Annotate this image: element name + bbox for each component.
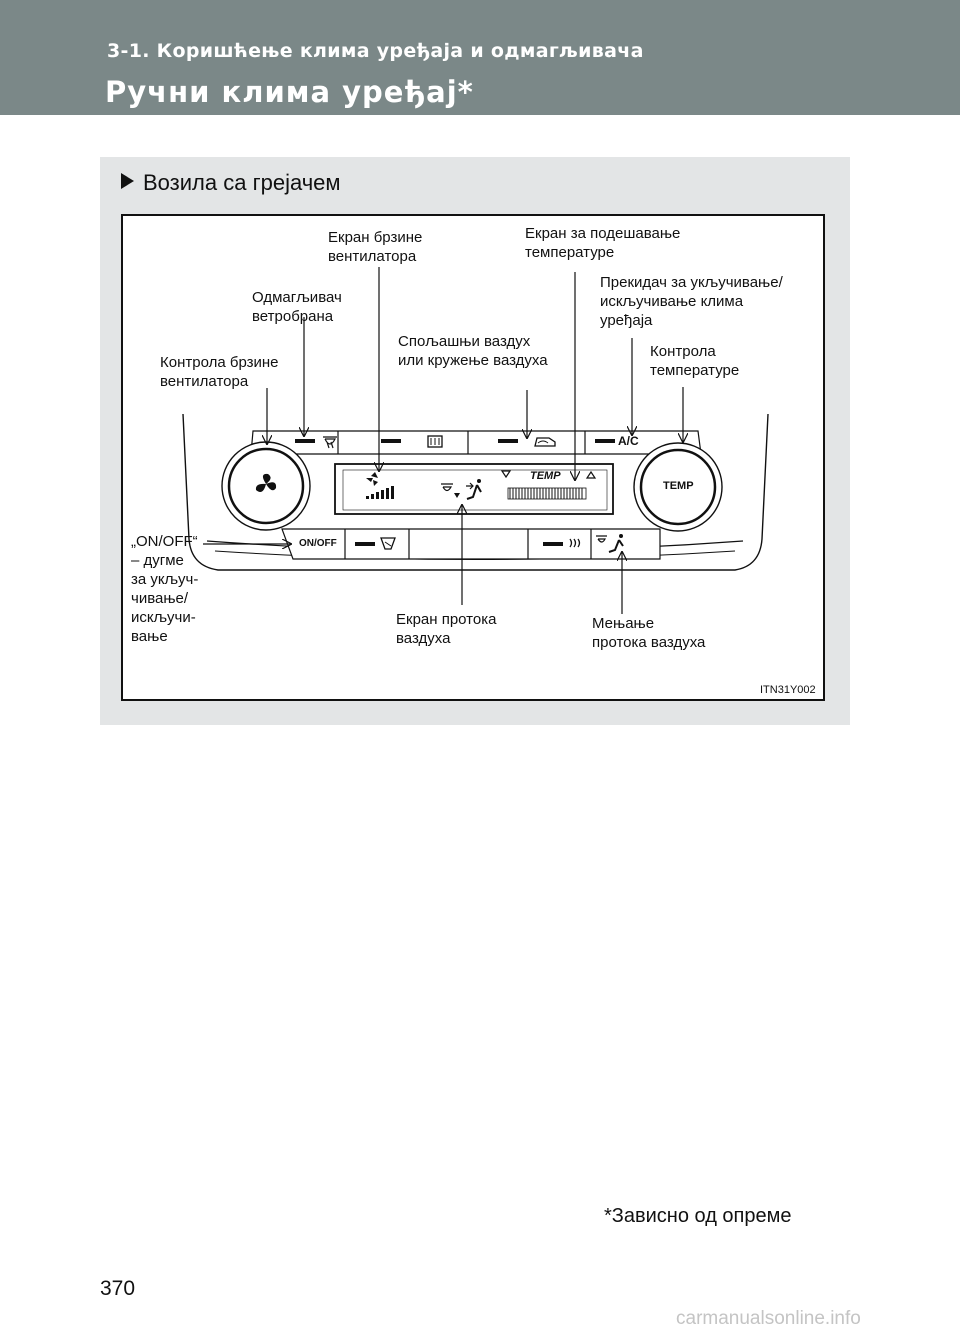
climate-panel-illustration	[182, 267, 769, 614]
airflow-mode-icon	[596, 535, 607, 543]
display-temp-label: TEMP	[530, 470, 561, 482]
callout-windshield-defogger: Одмагљивач ветробрана	[252, 289, 342, 325]
airflow-defog-display-icon	[441, 483, 453, 492]
fan-display-icon	[366, 472, 378, 486]
vehicle-heading: Возила са грејачем	[121, 170, 341, 196]
callout-fan-speed-display: Екран брзине вентилатора	[328, 229, 423, 265]
callout-ac-switch: Прекидач за укључивање/ искључивање клим…	[600, 274, 783, 329]
ac-label: A/C	[618, 434, 639, 448]
fan-knob-icon	[255, 473, 277, 492]
callout-temp-control: Контрола температуре	[650, 343, 740, 379]
callout-outside-recirc: Спољашњи ваздух или кружење ваздуха	[398, 333, 548, 369]
panel-outline	[182, 413, 769, 571]
page-number: 370	[100, 1277, 136, 1300]
page-title: Ручни клима уређај*	[105, 75, 474, 109]
recirc-car-icon	[534, 437, 556, 447]
callout-airflow-display: Екран протока ваздуха	[396, 611, 497, 647]
callout-on-off: „ON/OFF“ – дугме за укључ- чивање/ искљу…	[131, 533, 199, 645]
watermark: carmanualsonline.info	[676, 1308, 861, 1329]
page-header: 3-1. Коришћење клима уређаја и одмагљива…	[0, 0, 960, 115]
vehicle-label: Возила са грејачем	[143, 170, 341, 195]
temp-knob-label: TEMP	[663, 480, 694, 492]
triangle-bullet-icon	[121, 173, 134, 189]
footnote: *Зависно од опреме	[604, 1205, 792, 1227]
rear-defog-icon	[427, 435, 443, 448]
callout-fan-speed-control: Контрола брзине вентилатора	[160, 354, 279, 390]
temp-bar-ticks	[509, 488, 583, 499]
callout-airflow-change: Мењање протока ваздуха	[592, 615, 706, 651]
figure-code: ITN31Y002	[760, 684, 816, 696]
climate-control-diagram: Екран брзине вентилатора Екран за подеша…	[121, 214, 825, 701]
center-display	[334, 463, 614, 515]
on-off-label: ON/OFF	[299, 538, 337, 549]
bottom-button-row	[281, 528, 661, 560]
seat-heater-icon	[569, 538, 581, 548]
section-heading: 3-1. Коришћење клима уређаја и одмагљива…	[107, 40, 644, 62]
windshield-defog-icon	[323, 436, 337, 449]
callout-temp-display: Екран за подешавање температуре	[525, 225, 681, 261]
front-defog-icon	[380, 537, 396, 550]
